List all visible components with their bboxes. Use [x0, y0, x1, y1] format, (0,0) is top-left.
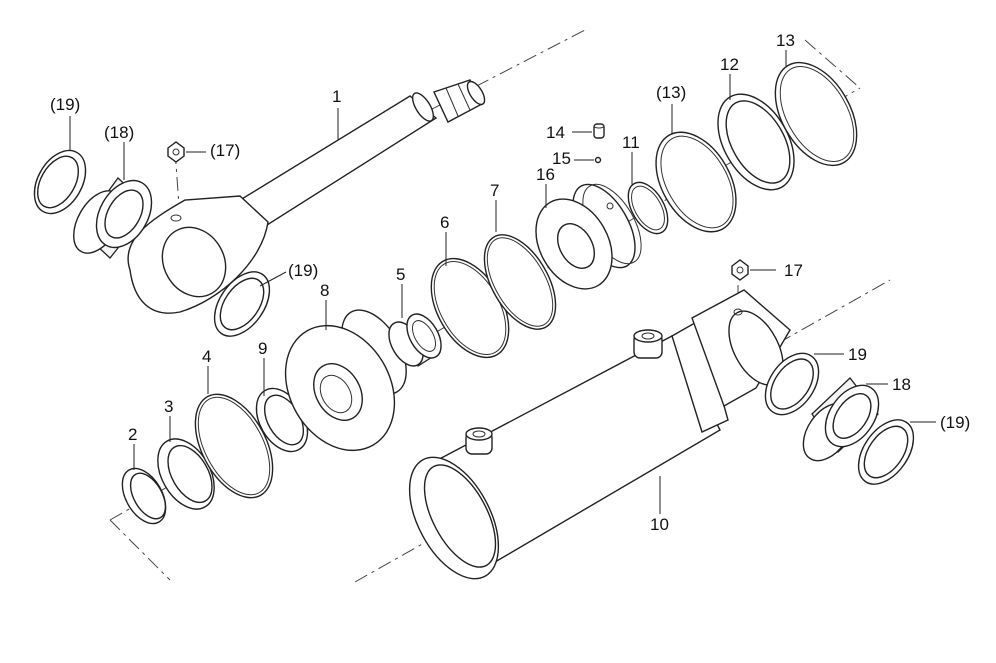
label-15: 15 — [552, 149, 571, 168]
o-ring-7 — [483, 234, 557, 330]
ball-15 — [594, 156, 602, 164]
bushing-18-top-left — [73, 177, 153, 259]
seal-ring-3 — [157, 438, 215, 510]
piston-rod — [127, 79, 486, 314]
label-18-top-left: (18) — [104, 123, 134, 142]
label-1: 1 — [332, 87, 341, 106]
seal-ring-19-middle-left — [213, 271, 271, 337]
label-2: 2 — [128, 425, 137, 444]
label-4: 4 — [202, 347, 211, 366]
bushing-18-right — [802, 377, 880, 462]
label-6: 6 — [440, 213, 449, 232]
label-19-far-right: (19) — [940, 413, 970, 432]
label-7: 7 — [490, 181, 499, 200]
label-17-right: 17 — [784, 261, 803, 280]
cylinder-tube-10 — [408, 289, 791, 580]
label-19-middle-left: (19) — [288, 261, 318, 280]
label-10: 10 — [650, 515, 669, 534]
label-13: 13 — [776, 31, 795, 50]
part-labels: 1 (19) (18) (17) (19) 8 5 6 7 16 14 15 1… — [50, 31, 970, 534]
label-12: 12 — [720, 55, 739, 74]
piston-16 — [535, 183, 642, 290]
label-3: 3 — [164, 397, 173, 416]
guide-ring-13-bracketed — [655, 131, 737, 233]
label-19-right: 19 — [848, 345, 867, 364]
port-right — [633, 329, 663, 359]
label-13-bracketed: (13) — [656, 83, 686, 102]
port-left — [465, 427, 493, 455]
grease-nipple-17-right — [731, 259, 749, 281]
label-17-top-left: (17) — [210, 141, 240, 160]
leader-lines — [69, 50, 936, 514]
grease-nipple-17-top-left — [167, 141, 185, 163]
label-19-top-left: (19) — [50, 95, 80, 114]
seal-ring-19-far-right — [857, 419, 915, 485]
seal-ring-12 — [717, 93, 795, 191]
label-16: 16 — [536, 165, 555, 184]
label-18-right: 18 — [892, 375, 911, 394]
label-11: 11 — [622, 133, 640, 152]
label-5: 5 — [396, 265, 405, 284]
label-8: 8 — [320, 281, 329, 300]
seal-ring-19-right — [764, 352, 820, 416]
seal-ring-11 — [627, 181, 669, 235]
guide-ring-13 — [774, 61, 858, 167]
set-screw-14 — [593, 123, 605, 139]
guide-ring-5 — [388, 313, 442, 367]
label-14: 14 — [546, 123, 565, 142]
seal-ring-19-top-left — [33, 149, 87, 215]
wiper-ring-2 — [121, 467, 167, 525]
label-9: 9 — [258, 339, 267, 358]
